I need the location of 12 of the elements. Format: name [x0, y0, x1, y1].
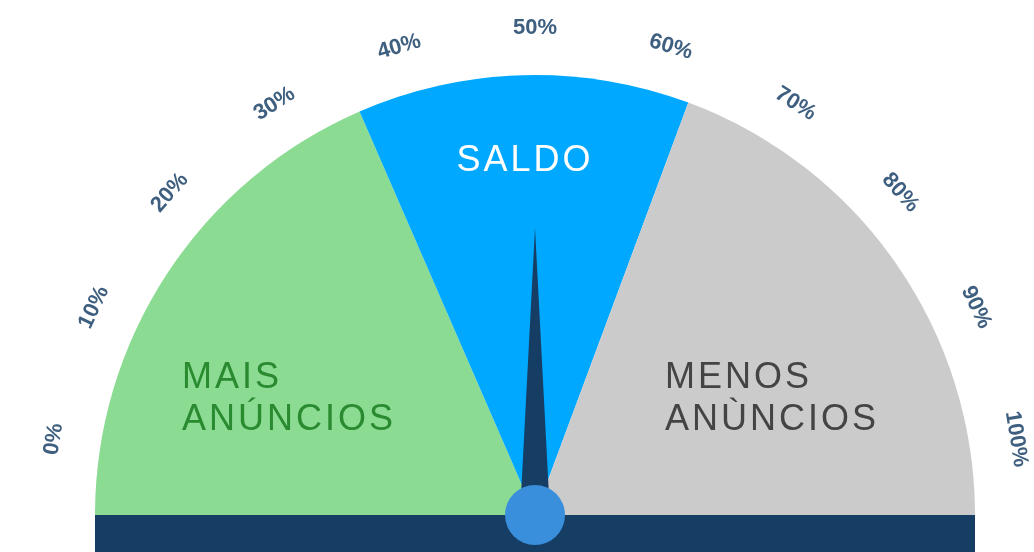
scale-label: 10%: [72, 281, 115, 333]
scale-label: 60%: [646, 27, 696, 65]
scale-label: 0%: [37, 420, 69, 457]
scale-label: 40%: [374, 27, 424, 65]
scale-label: 30%: [248, 80, 300, 126]
sector-label: SALDO: [400, 138, 650, 180]
sector-label: MAIS ANÚNCIOS: [182, 355, 442, 439]
scale-label: 100%: [999, 408, 1034, 469]
sector-label: MENOS ANÙNCIOS: [665, 355, 925, 439]
scale-label: 70%: [770, 80, 823, 126]
scale-label: 90%: [955, 281, 998, 333]
scale-label: 50%: [513, 14, 558, 40]
